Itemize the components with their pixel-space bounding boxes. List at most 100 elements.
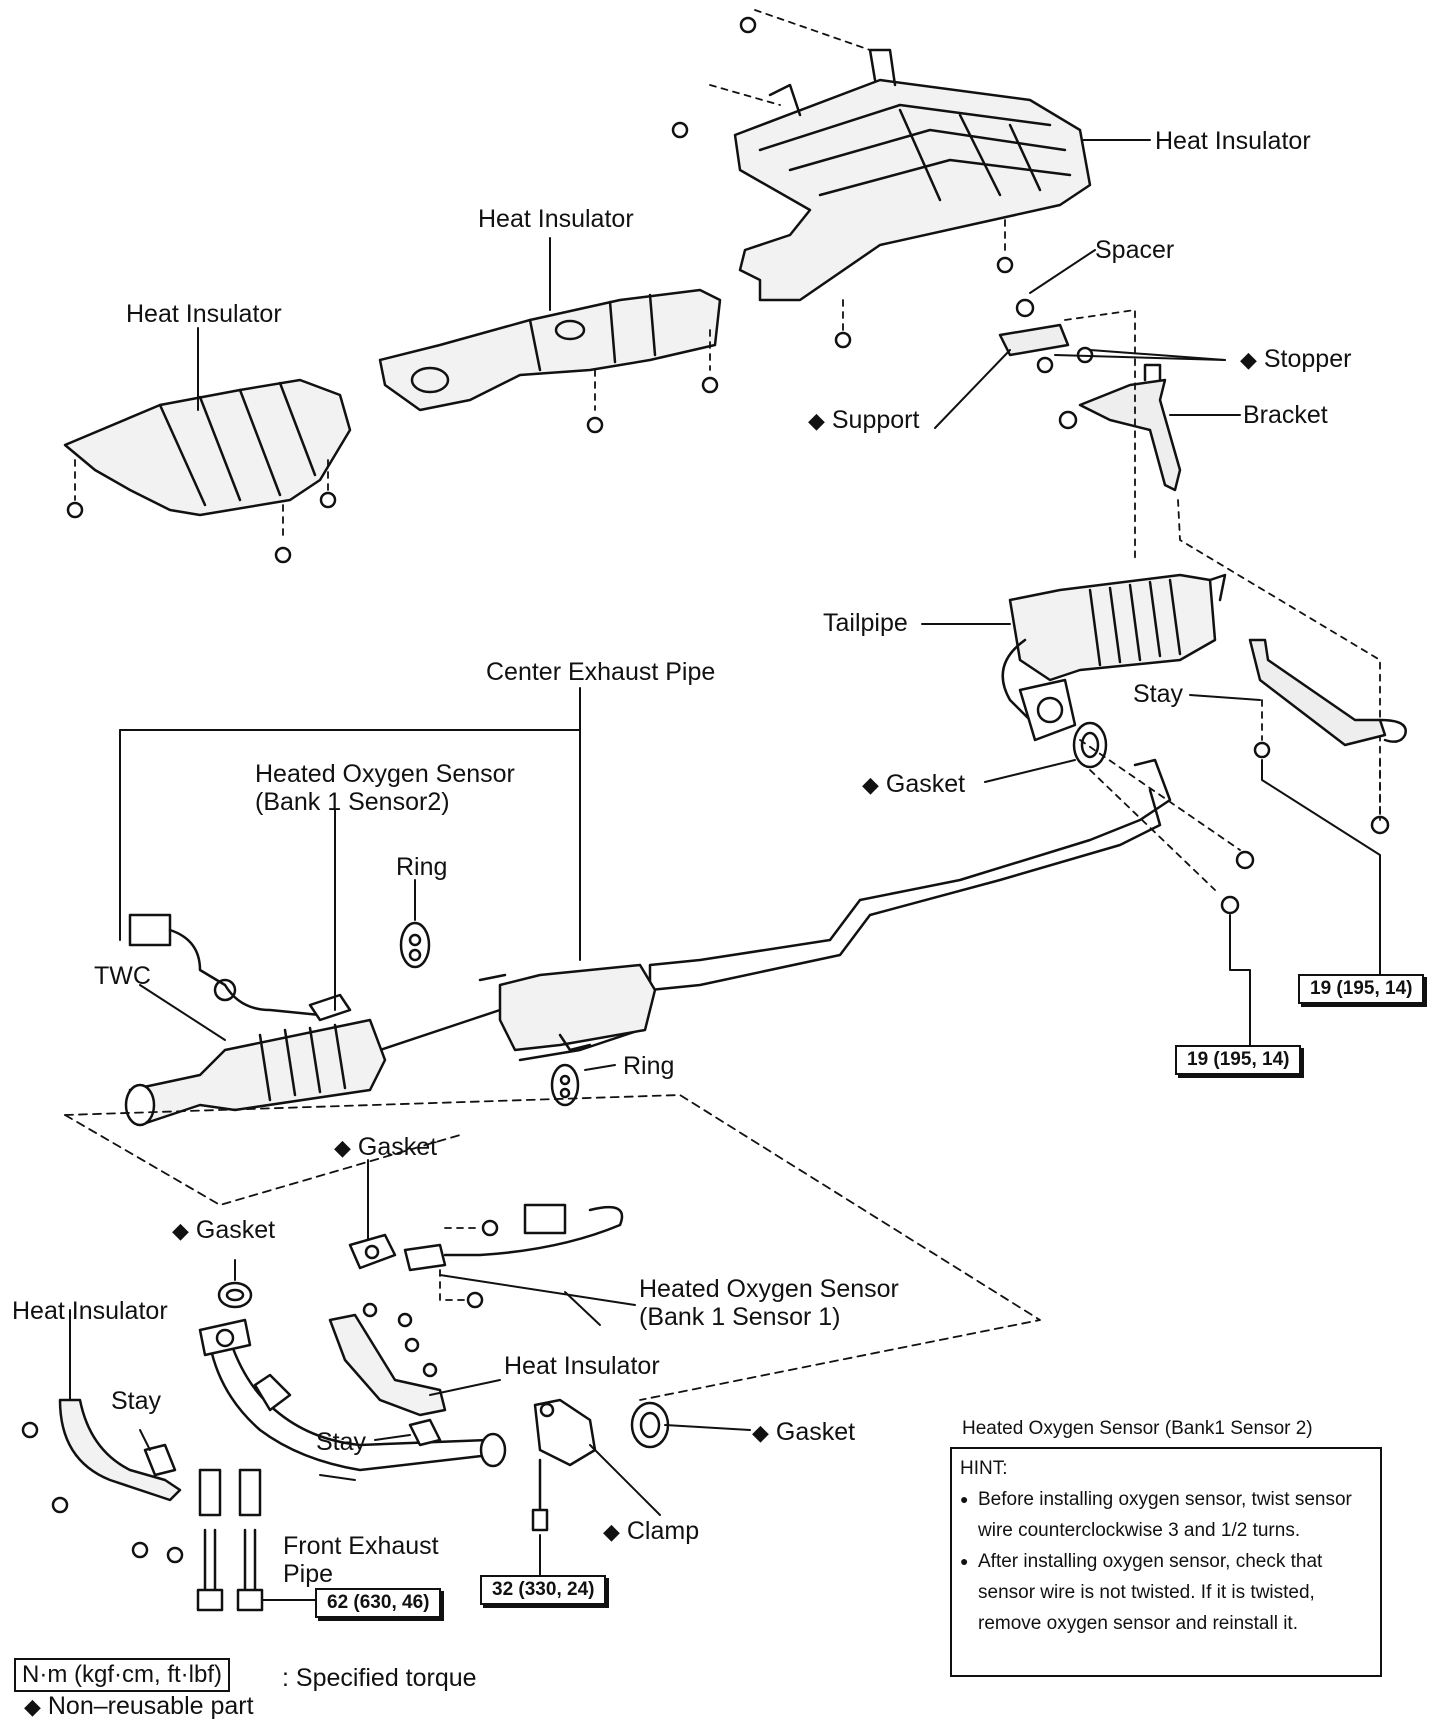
torque-leader-tail-flange bbox=[1229, 914, 1251, 1056]
hint-heading: HINT: bbox=[960, 1458, 1008, 1479]
label-tailpipe: Tailpipe bbox=[823, 609, 908, 637]
non-reusable-marker-icon: ◆ bbox=[334, 1135, 351, 1160]
label-stopper-text: Stopper bbox=[1263, 345, 1352, 373]
non-reusable-marker-icon: ◆ bbox=[24, 1694, 41, 1719]
stay-bottom-left-part bbox=[143, 1443, 177, 1477]
stay-bottom-mid-part bbox=[408, 1418, 442, 1447]
gasket-bottom-right-part bbox=[630, 1401, 670, 1449]
hint-item: After installing oxygen sensor, check th… bbox=[960, 1546, 1374, 1639]
non-reusable-marker-icon: ◆ bbox=[1240, 347, 1257, 372]
legend-unit-text: : Specified torque bbox=[282, 1664, 477, 1692]
non-reusable-marker-icon: ◆ bbox=[862, 772, 879, 797]
label-clamp-text: Clamp bbox=[626, 1517, 700, 1545]
label-gasket-bottom-right: ◆ Gasket bbox=[752, 1418, 855, 1447]
label-front-exhaust-pipe: Front Exhaust Pipe bbox=[283, 1532, 439, 1588]
label-ho2s-bank1-sensor1: Heated Oxygen Sensor (Bank 1 Sensor 1) bbox=[639, 1275, 899, 1331]
ho2s-bank1-sensor1-dashes bbox=[439, 1227, 481, 1301]
heat-insulator-left-bolts bbox=[74, 459, 329, 541]
torque-box-tail-flange: 19 (195, 14) bbox=[1175, 1045, 1302, 1075]
twc-part bbox=[124, 1018, 387, 1127]
bolt-icons-middle bbox=[586, 376, 719, 434]
heat-insulator-bottom-mid-part bbox=[328, 1302, 447, 1417]
label-support-text: Support bbox=[831, 406, 920, 434]
tailpipe-part bbox=[1001, 573, 1227, 742]
label-front-exhaust-pipe-line2: Pipe bbox=[283, 1560, 334, 1588]
label-heat-insulator-bottom-mid: Heat Insulator bbox=[504, 1352, 660, 1380]
heat-insulator-bottom-left-part bbox=[21, 1398, 184, 1564]
hint-box: HINT: Before installing oxygen sensor, t… bbox=[950, 1447, 1382, 1677]
bolt-icons-left bbox=[66, 491, 337, 564]
label-gasket-tail: ◆ Gasket bbox=[862, 770, 965, 799]
label-stopper: ◆ Stopper bbox=[1240, 345, 1351, 374]
label-stay-bottom-mid: Stay bbox=[316, 1428, 367, 1456]
label-stay-bottom-left: Stay bbox=[111, 1387, 162, 1415]
label-clamp: ◆ Clamp bbox=[603, 1517, 699, 1546]
label-gasket-tail-text: Gasket bbox=[885, 770, 966, 798]
hint-title: Heated Oxygen Sensor (Bank1 Sensor 2) bbox=[962, 1418, 1313, 1439]
torque-leader-rear-stay bbox=[1261, 759, 1381, 986]
heat-insulator-middle-part bbox=[378, 288, 722, 412]
front-pipe-studs bbox=[196, 1468, 264, 1612]
label-ring-upper: Ring bbox=[396, 853, 448, 881]
support-assembly bbox=[998, 298, 1182, 492]
non-reusable-marker-icon: ◆ bbox=[603, 1519, 620, 1544]
non-reusable-marker-icon: ◆ bbox=[808, 408, 825, 433]
label-gasket-upper: ◆ Gasket bbox=[334, 1133, 437, 1162]
label-gasket-left-text: Gasket bbox=[195, 1216, 276, 1244]
gasket-upper-part bbox=[348, 1233, 397, 1270]
stay-right-part bbox=[1248, 638, 1407, 835]
ho2s-bank1-sensor1-leader bbox=[439, 1274, 636, 1306]
non-reusable-marker-icon: ◆ bbox=[172, 1218, 189, 1243]
clamp-leader bbox=[589, 1444, 661, 1516]
front-exhaust-pipe-part bbox=[198, 1318, 507, 1472]
front-section-dashed-outline bbox=[64, 1094, 1041, 1401]
label-center-exhaust-pipe: Center Exhaust Pipe bbox=[486, 658, 716, 686]
label-spacer: Spacer bbox=[1095, 236, 1175, 264]
label-gasket-left: ◆ Gasket bbox=[172, 1216, 275, 1245]
label-gasket-bottom-right-text: Gasket bbox=[775, 1418, 856, 1446]
tail-flange-bolts bbox=[1079, 739, 1241, 891]
label-heat-insulator-top: Heat Insulator bbox=[1155, 127, 1311, 155]
label-heat-insulator-left: Heat Insulator bbox=[126, 300, 282, 328]
label-heat-insulator-middle: Heat Insulator bbox=[478, 205, 634, 233]
label-ho2s-bank1-sensor2-line1: Heated Oxygen Sensor bbox=[255, 760, 515, 788]
label-ho2s-bank1-sensor1-line2: (Bank 1 Sensor 1) bbox=[639, 1303, 841, 1331]
label-stay-right: Stay bbox=[1133, 680, 1184, 708]
center-exhaust-pipe-part bbox=[358, 758, 1172, 1062]
gasket-left-part bbox=[217, 1281, 253, 1309]
label-front-exhaust-pipe-line1: Front Exhaust bbox=[283, 1532, 439, 1560]
legend-non-reusable-text: Non–reusable part bbox=[47, 1692, 254, 1720]
tailpipe-gasket-part bbox=[1072, 721, 1108, 769]
bolt-icons-top bbox=[671, 16, 1014, 349]
torque-box-front-pipe: 62 (630, 46) bbox=[315, 1588, 442, 1618]
heat-insulator-top-bolts bbox=[709, 9, 1006, 331]
ho2s-bank1-sensor1-part bbox=[403, 1203, 624, 1309]
heat-insulator-top-part bbox=[733, 48, 1092, 302]
non-reusable-marker-icon: ◆ bbox=[752, 1420, 769, 1445]
label-ho2s-bank1-sensor2-line2: (Bank 1 Sensor2) bbox=[255, 788, 450, 816]
tail-flange-bolt-icons bbox=[1220, 850, 1255, 915]
label-support: ◆ Support bbox=[808, 406, 919, 435]
torque-box-clamp: 32 (330, 24) bbox=[480, 1575, 607, 1605]
hint-item: Before installing oxygen sensor, twist s… bbox=[960, 1484, 1374, 1546]
label-ho2s-bank1-sensor2: Heated Oxygen Sensor (Bank 1 Sensor2) bbox=[255, 760, 515, 816]
legend-unit-box: N·m (kgf·cm, ft·lbf) bbox=[14, 1658, 230, 1692]
heat-insulator-middle-bolts bbox=[594, 329, 711, 411]
stay-right-dashes bbox=[1261, 699, 1381, 816]
label-bracket: Bracket bbox=[1243, 401, 1328, 429]
label-ho2s-bank1-sensor1-line1: Heated Oxygen Sensor bbox=[639, 1275, 899, 1303]
ring-parts bbox=[399, 921, 580, 1107]
label-gasket-upper-text: Gasket bbox=[357, 1133, 438, 1161]
front-section-dashed-outline-2 bbox=[64, 1114, 461, 1206]
clamp-part bbox=[531, 1398, 597, 1532]
heat-insulator-left-part bbox=[63, 378, 352, 517]
label-heat-insulator-bottom-left: Heat Insulator bbox=[12, 1297, 168, 1325]
label-twc: TWC bbox=[94, 962, 151, 990]
bracket-dashes bbox=[1064, 309, 1381, 821]
legend-non-reusable: ◆ Non–reusable part bbox=[24, 1692, 254, 1721]
label-leader-lines bbox=[69, 139, 1261, 1481]
label-ring-lower: Ring bbox=[623, 1052, 675, 1080]
torque-box-rear-stay: 19 (195, 14) bbox=[1298, 974, 1425, 1004]
ho2s-bank1-sensor2-part bbox=[128, 913, 352, 1022]
